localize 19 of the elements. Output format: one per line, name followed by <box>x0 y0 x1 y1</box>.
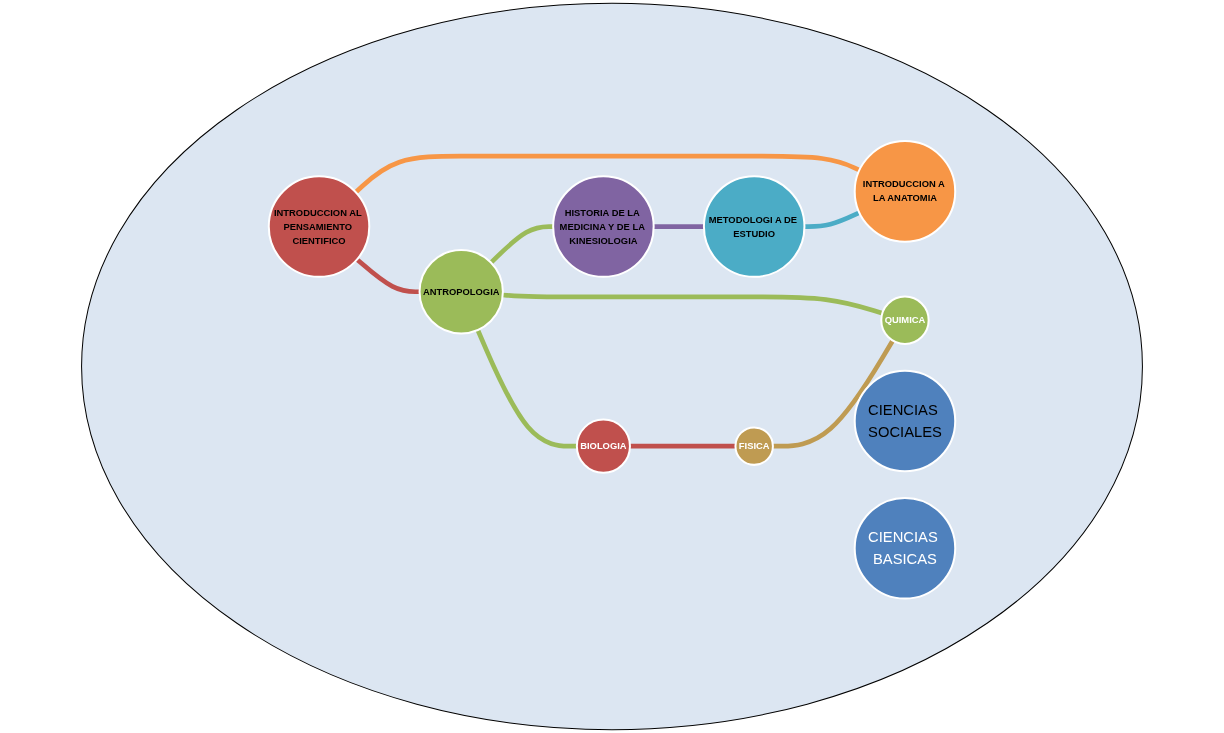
connector-arc <box>489 224 554 265</box>
topic-circle: INTRODUCCION AL PENSAMIENTO CIENTIFICO <box>267 175 371 278</box>
ellipse-frame <box>81 2 1143 731</box>
topic-circle: FISICA <box>734 426 774 466</box>
topic-circle: ANTROPOLOGIA <box>418 249 504 335</box>
topic-circle: CIENCIAS SOCIALES <box>853 369 957 473</box>
connector-arc <box>653 224 704 229</box>
connector-arc <box>354 153 861 194</box>
topic-circle: QUIMICA <box>880 295 930 345</box>
topic-circle: METODOLOGI A DE ESTUDIO <box>702 175 806 278</box>
topic-circle: INTRODUCCION A LA ANATOMIA <box>853 140 957 243</box>
connector-arc <box>475 329 577 449</box>
connector-arc <box>772 339 895 449</box>
connector-arc <box>355 257 420 295</box>
topic-circle: HISTORIA DE LA MEDICINA Y DE LA KINESIOLOGIA <box>552 175 655 278</box>
connector-arc <box>629 443 736 449</box>
topic-circle: CIENCIAS BASICAS <box>853 497 957 600</box>
topic-circle: BIOLOGIA <box>575 418 631 474</box>
connector-arc <box>804 210 861 229</box>
